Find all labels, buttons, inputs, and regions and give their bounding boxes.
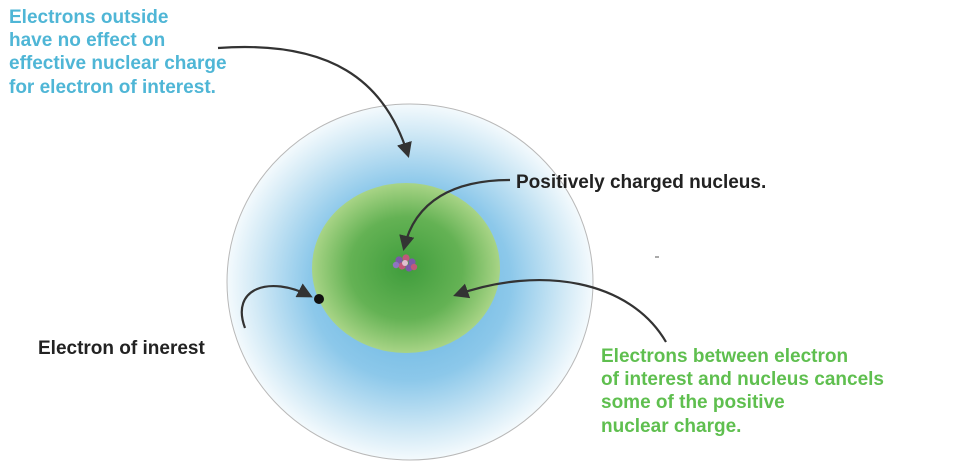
speck <box>655 256 659 258</box>
arrow-outside-electrons <box>217 45 412 158</box>
electron-of-interest-dot <box>314 294 324 304</box>
arrow-electron-of-interest <box>240 283 313 329</box>
label-outside-electrons: Electrons outside have no effect on effe… <box>9 7 227 98</box>
nucleus-icon <box>392 254 418 272</box>
label-nucleus: Positively charged nucleus. <box>516 172 767 193</box>
label-between-electrons: Electrons between electron of interest a… <box>601 346 884 437</box>
label-electron-of-interest: Electron of inerest <box>38 338 205 359</box>
arrow-between-electrons <box>453 279 667 343</box>
arrow-nucleus <box>399 178 511 252</box>
